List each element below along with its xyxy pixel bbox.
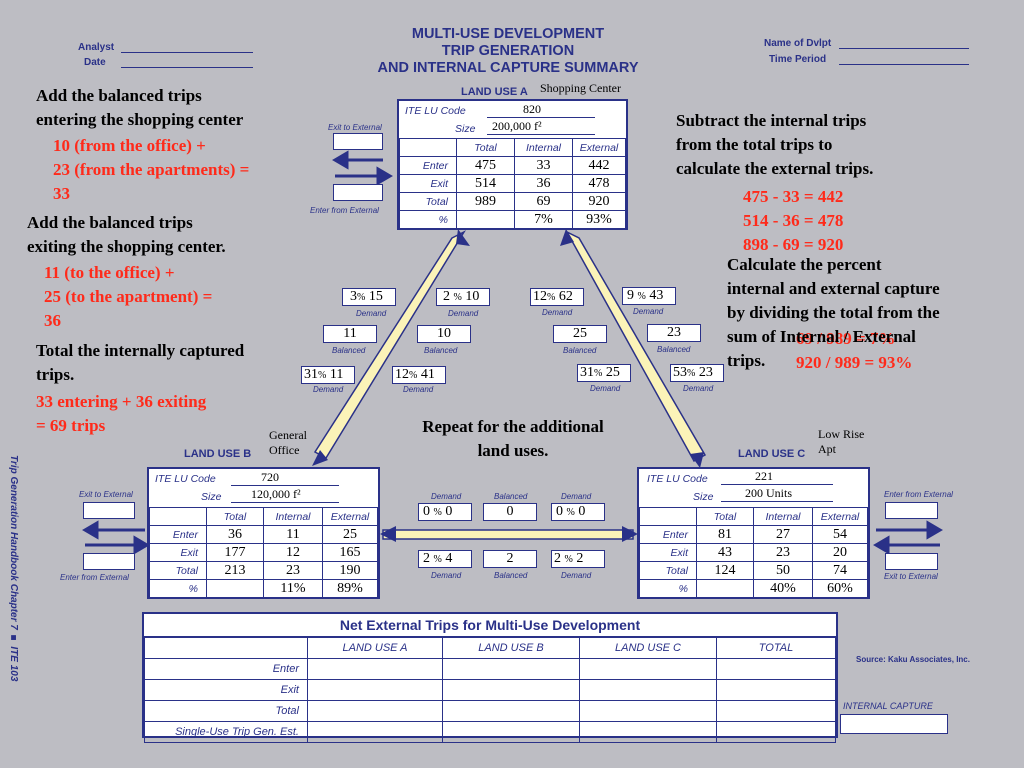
ac-demand-a-from-c[interactable]: 31% 25 [577, 364, 631, 382]
ab-demand-b-exit[interactable]: 31% 11 [301, 366, 355, 384]
internal-capture-box[interactable] [840, 714, 948, 734]
ab-demand-b-from-a[interactable]: 3% 15 [342, 288, 396, 306]
calc-entering: 10 (from the office) +23 (from the apart… [53, 136, 250, 203]
b-size: 120,000 f² [251, 487, 301, 501]
a-exit-external-box[interactable] [333, 133, 383, 150]
side-caption: Trip Generation Handbook Chapter 7 ■ ITE… [8, 455, 19, 682]
net-table-title: Net External Trips for Multi-Use Develop… [144, 614, 836, 637]
internal-capture-label: INTERNAL CAPTURE [843, 701, 933, 711]
ab-balanced-a-to-b[interactable]: 10 [417, 325, 471, 343]
land-use-c-title: LAND USE C [738, 448, 806, 460]
dvlpt-name-label: Name of Dvlpt [764, 38, 832, 49]
bc-demand-c-to-b[interactable]: 0 % 0 [551, 503, 605, 521]
date-label: Date [84, 57, 106, 68]
bc-balanced-b-to-c[interactable]: 0 [483, 503, 537, 521]
c-exit-external-box[interactable] [885, 553, 938, 570]
net-external-table: Net External Trips for Multi-Use Develop… [142, 612, 838, 743]
time-period-label: Time Period [769, 54, 827, 65]
a-code: 820 [523, 102, 541, 116]
ab-demand-a-to-b[interactable]: 2 % 10 [436, 288, 490, 306]
analyst-label: Analyst [78, 42, 115, 53]
a-enter-external-box[interactable] [333, 184, 383, 201]
bc-demand-c-from-b[interactable]: 2 % 2 [551, 550, 605, 568]
c-size: 200 Units [745, 486, 793, 500]
bc-balanced-c-to-b[interactable]: 2 [483, 550, 537, 568]
c-code: 221 [755, 469, 773, 483]
land-use-b-title: LAND USE B [184, 448, 252, 460]
ab-balanced-b-to-a[interactable]: 11 [323, 325, 377, 343]
page-title: MULTI-USE DEVELOPMENT TRIP GENERATION AN… [377, 26, 639, 76]
a-size: 200,000 f² [492, 119, 542, 133]
land-use-a-name: Shopping Center [540, 81, 621, 95]
ac-demand-a-to-c[interactable]: 12% 62 [530, 288, 584, 306]
bc-demand-b-to-c[interactable]: 0 % 0 [418, 503, 472, 521]
ab-demand-b-to-a[interactable]: 12% 41 [392, 366, 446, 384]
b-code: 720 [261, 470, 279, 484]
bc-demand-b-from-c[interactable]: 2 % 4 [418, 550, 472, 568]
b-enter-external-box[interactable] [83, 553, 135, 570]
ac-demand-c-from-a[interactable]: 53% 23 [670, 364, 724, 382]
calc-total-internal: 33 entering + 36 exiting= 69 trips [36, 392, 207, 435]
source-credit: Source: Kaku Associates, Inc. [856, 655, 970, 664]
ac-balanced-a-to-c[interactable]: 25 [553, 325, 607, 343]
b-exit-external-box[interactable] [83, 502, 135, 519]
calc-exiting: 11 (to the office) +25 (to the apartment… [44, 263, 213, 330]
land-use-a-title: LAND USE A [461, 86, 528, 98]
c-enter-external-box[interactable] [885, 502, 938, 519]
land-use-b-name: General Office [269, 428, 307, 457]
ac-demand-c-to-a[interactable]: 9 % 43 [622, 287, 676, 305]
calc-percent: 69 / 989 = 7%920 / 989 = 93% [796, 329, 913, 372]
ac-balanced-c-to-a[interactable]: 23 [647, 324, 701, 342]
land-use-c-name: Low Rise Apt [818, 427, 865, 456]
